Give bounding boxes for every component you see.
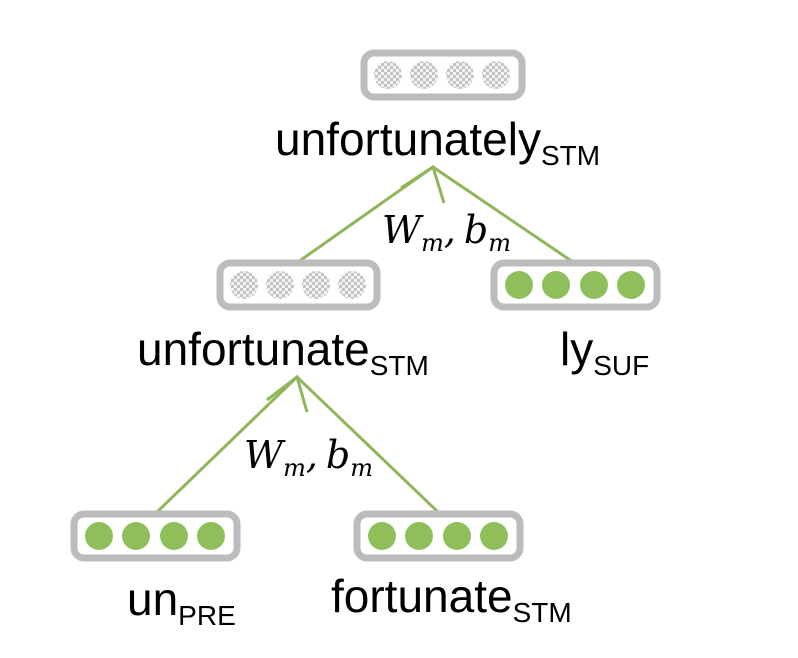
edges bbox=[155, 164, 574, 514]
arrowhead-unfortunately bbox=[400, 164, 446, 204]
edge-label-lower: Wm,bm bbox=[244, 433, 373, 482]
node-label-un: unPRE bbox=[127, 573, 236, 631]
filled-dot bbox=[405, 522, 433, 550]
node-label-fortunate: fortunateSTM bbox=[331, 570, 572, 628]
node-word: un bbox=[127, 573, 178, 625]
bias-subscript: m bbox=[488, 229, 511, 257]
weight-symbol: W bbox=[382, 208, 424, 252]
vector-box-unfortunately bbox=[360, 49, 526, 101]
node-unfortunate: unfortunateSTM bbox=[137, 259, 429, 381]
weight-symbol: W bbox=[244, 433, 286, 477]
node-label-unfortunately: unfortunatelySTM bbox=[275, 113, 600, 171]
edge-fortunate-to-unfortunate bbox=[295, 375, 440, 514]
vector-cells-un bbox=[85, 522, 225, 550]
vector-cells-unfortunately bbox=[374, 61, 510, 89]
node-tag: PRE bbox=[178, 600, 236, 631]
node-tag: STM bbox=[541, 140, 600, 171]
node-word: fortunate bbox=[331, 570, 513, 622]
node-un: unPRE bbox=[70, 510, 241, 631]
node-tag: STM bbox=[370, 350, 429, 381]
weight-subscript: m bbox=[283, 454, 306, 482]
edge-label-upper: Wm,bm bbox=[382, 208, 511, 257]
checkered-dot bbox=[302, 271, 330, 299]
node-fortunate: fortunateSTM bbox=[331, 510, 572, 628]
vector-box-fortunate bbox=[353, 510, 524, 562]
label-separator: , bbox=[444, 208, 456, 252]
vector-box-unfortunate bbox=[216, 259, 381, 311]
filled-dot bbox=[122, 522, 150, 550]
vector-cells-unfortunate bbox=[230, 271, 366, 299]
filled-dot bbox=[617, 271, 645, 299]
node-word: ly bbox=[560, 323, 593, 375]
node-word: unfortunate bbox=[137, 323, 370, 375]
checkered-dot bbox=[410, 61, 438, 89]
checkered-dot bbox=[338, 271, 366, 299]
filled-dot bbox=[368, 522, 396, 550]
vector-box-un bbox=[70, 510, 241, 562]
checkered-dot bbox=[266, 271, 294, 299]
node-tag: STM bbox=[513, 597, 572, 628]
edge-un-to-unfortunate bbox=[155, 375, 299, 514]
vector-cells-ly bbox=[505, 271, 645, 299]
edge-ly-to-unfortunately bbox=[432, 165, 574, 264]
node-unfortunately: unfortunatelySTM bbox=[275, 49, 600, 171]
node-ly: lySUF bbox=[490, 259, 661, 381]
node-word: unfortunately bbox=[275, 113, 541, 165]
node-label-ly: lySUF bbox=[560, 323, 649, 381]
filled-dot bbox=[85, 522, 113, 550]
filled-dot bbox=[197, 522, 225, 550]
vector-cells-fortunate bbox=[368, 522, 508, 550]
bias-symbol: b bbox=[326, 433, 350, 477]
bias-symbol: b bbox=[464, 208, 488, 252]
checkered-dot bbox=[446, 61, 474, 89]
bias-subscript: m bbox=[350, 454, 373, 482]
filled-dot bbox=[443, 522, 471, 550]
checkered-dot bbox=[374, 61, 402, 89]
vector-box-ly bbox=[490, 259, 661, 311]
filled-dot bbox=[542, 271, 570, 299]
checkered-dot bbox=[230, 271, 258, 299]
filled-dot bbox=[480, 522, 508, 550]
filled-dot bbox=[505, 271, 533, 299]
arrowhead-unfortunate bbox=[266, 374, 309, 413]
node-tag: SUF bbox=[593, 350, 649, 381]
filled-dot bbox=[580, 271, 608, 299]
weight-subscript: m bbox=[421, 229, 444, 257]
checkered-dot bbox=[482, 61, 510, 89]
label-separator: , bbox=[306, 433, 318, 477]
filled-dot bbox=[160, 522, 188, 550]
node-label-unfortunate: unfortunateSTM bbox=[137, 323, 429, 381]
